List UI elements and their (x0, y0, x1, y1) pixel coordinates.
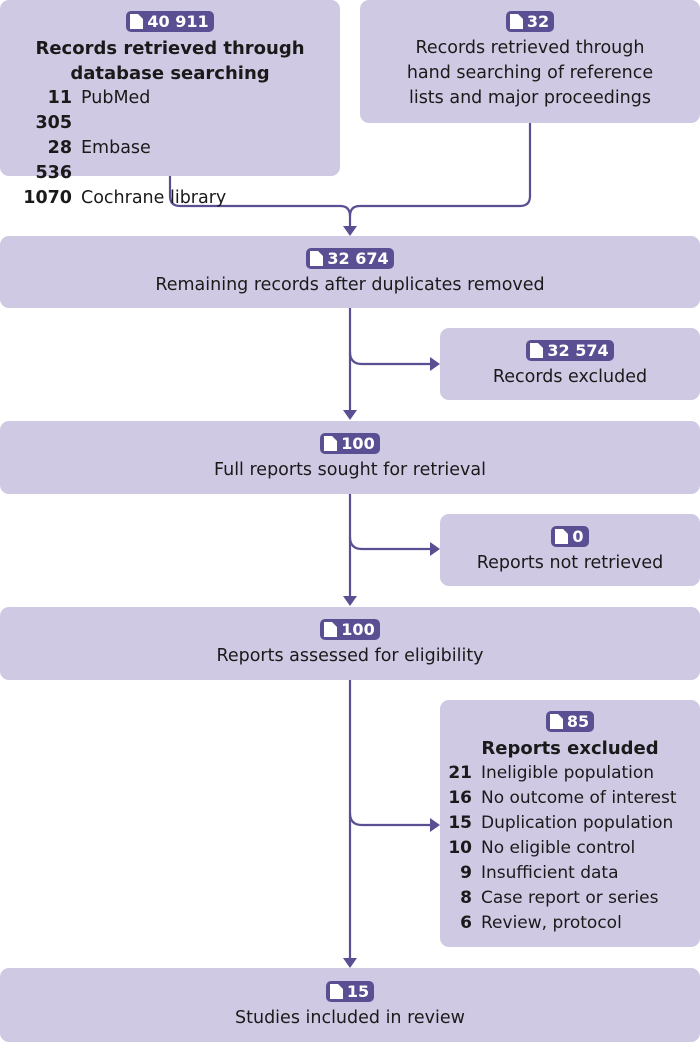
badge-count: 15 (346, 981, 370, 1001)
count-badge: 100 (320, 619, 380, 640)
box-text: Studies included in review (235, 1008, 465, 1028)
box-reports-excluded: 85 Reports excluded 21 Ineligible populat… (440, 700, 700, 947)
list-item: 15 Duplication population (448, 811, 700, 836)
count-badge: 0 (551, 526, 589, 547)
list-item: 21 Ineligible population (448, 761, 700, 786)
list-item-label: PubMed (81, 88, 151, 108)
list-item-count: 16 (448, 788, 472, 808)
document-icon (130, 14, 144, 29)
connector-excluded-records (348, 351, 432, 366)
box-not-retrieved: 0 Reports not retrieved (440, 514, 700, 586)
box-text: Reports not retrieved (476, 553, 664, 573)
badge-count: 0 (572, 526, 584, 546)
badge-count: 100 (341, 433, 375, 453)
exclusion-reason-list: 21 Ineligible population 16 No outcome of … (440, 761, 700, 936)
arrowhead-assessed (343, 596, 357, 606)
arrowhead-dedup (343, 226, 357, 236)
box-reports-sought: 100 Full reports sought for retrieval (0, 421, 700, 494)
list-item: 16 No outcome of interest (448, 786, 700, 811)
list-item: 11 305 PubMed (8, 86, 340, 136)
count-badge: 32 674 (306, 248, 394, 269)
connector-not-retrieved (348, 536, 432, 551)
list-item-count: 28 536 (35, 138, 72, 183)
count-badge: 15 (325, 981, 375, 1002)
count-badge: 32 574 (526, 340, 614, 361)
document-icon (509, 14, 523, 29)
box-text: Reports assessed for eligibility (216, 646, 484, 666)
box-text: lists and major proceedings (408, 88, 652, 108)
box-text: Full reports sought for retrieval (214, 460, 486, 480)
badge-count: 40 911 (147, 11, 209, 31)
count-badge: 40 911 (126, 11, 214, 32)
source-list: 11 305 PubMed 28 536 Embase 1070 Cochrane l… (0, 86, 340, 211)
box-hand-search: 32 Records retrieved through hand search… (360, 0, 700, 123)
list-item-label: Cochrane library (81, 188, 227, 208)
box-text: Records excluded (492, 367, 648, 387)
list-item-label: Embase (81, 138, 151, 158)
box-records-excluded: 32 574 Records excluded (440, 328, 700, 400)
list-item: 8 Case report or series (448, 886, 700, 911)
list-item: 28 536 Embase (8, 136, 340, 186)
document-icon (530, 343, 544, 358)
list-item: 1070 Cochrane library (8, 186, 340, 211)
box-text: Remaining records after duplicates remov… (155, 275, 545, 295)
box-text: hand searching of reference (406, 63, 654, 83)
list-item-label: Duplication population (481, 813, 674, 833)
list-item-count: 11 305 (35, 88, 72, 133)
connector-hand (348, 123, 532, 217)
list-item-count: 1070 (23, 188, 72, 208)
list-item-label: Review, protocol (481, 913, 622, 933)
box-studies-included: 15 Studies included in review (0, 968, 700, 1042)
arrowhead-records-excluded (430, 357, 440, 371)
list-item-count: 9 (460, 863, 472, 883)
arrowhead-not-retrieved (430, 542, 440, 556)
box-text: Records retrieved through (415, 38, 645, 58)
count-badge: 85 (545, 711, 595, 732)
box-title: Records retrieved through (35, 38, 305, 59)
list-item-label: No eligible control (481, 838, 636, 858)
document-icon (555, 529, 569, 544)
document-icon (324, 622, 338, 637)
box-remaining-records: 32 674 Remaining records after duplicate… (0, 236, 700, 308)
list-item: 10 No eligible control (448, 836, 700, 861)
box-title: Reports excluded (481, 738, 659, 759)
list-item-count: 8 (460, 888, 472, 908)
list-item-label: Ineligible population (481, 763, 655, 783)
box-title: database searching (70, 63, 270, 84)
badge-count: 32 674 (327, 248, 389, 268)
list-item-count: 21 (448, 763, 472, 783)
list-item-count: 6 (460, 913, 472, 933)
count-badge: 100 (320, 433, 380, 454)
box-reports-assessed: 100 Reports assessed for eligibility (0, 607, 700, 680)
list-item: 6 Review, protocol (448, 911, 700, 936)
arrowhead-included (343, 958, 357, 968)
count-badge: 32 (505, 11, 555, 32)
document-icon (549, 714, 563, 729)
list-item: 9 Insufficient data (448, 861, 700, 886)
box-database-search: 40 911 Records retrieved through databas… (0, 0, 340, 208)
badge-count: 32 574 (547, 340, 609, 360)
list-item-count: 15 (448, 813, 472, 833)
badge-count: 100 (341, 619, 375, 639)
connector-reports-excluded (348, 812, 432, 827)
list-item-count: 10 (448, 838, 472, 858)
arrowhead-reports-excluded (430, 818, 440, 832)
document-icon (324, 436, 338, 451)
badge-count: 32 (526, 11, 550, 31)
document-icon (329, 984, 343, 999)
list-item-label: Case report or series (481, 888, 659, 908)
document-icon (310, 251, 324, 266)
arrowhead-sought (343, 410, 357, 420)
list-item-label: No outcome of interest (481, 788, 677, 808)
list-item-label: Insufficient data (481, 863, 619, 883)
badge-count: 85 (566, 711, 590, 731)
